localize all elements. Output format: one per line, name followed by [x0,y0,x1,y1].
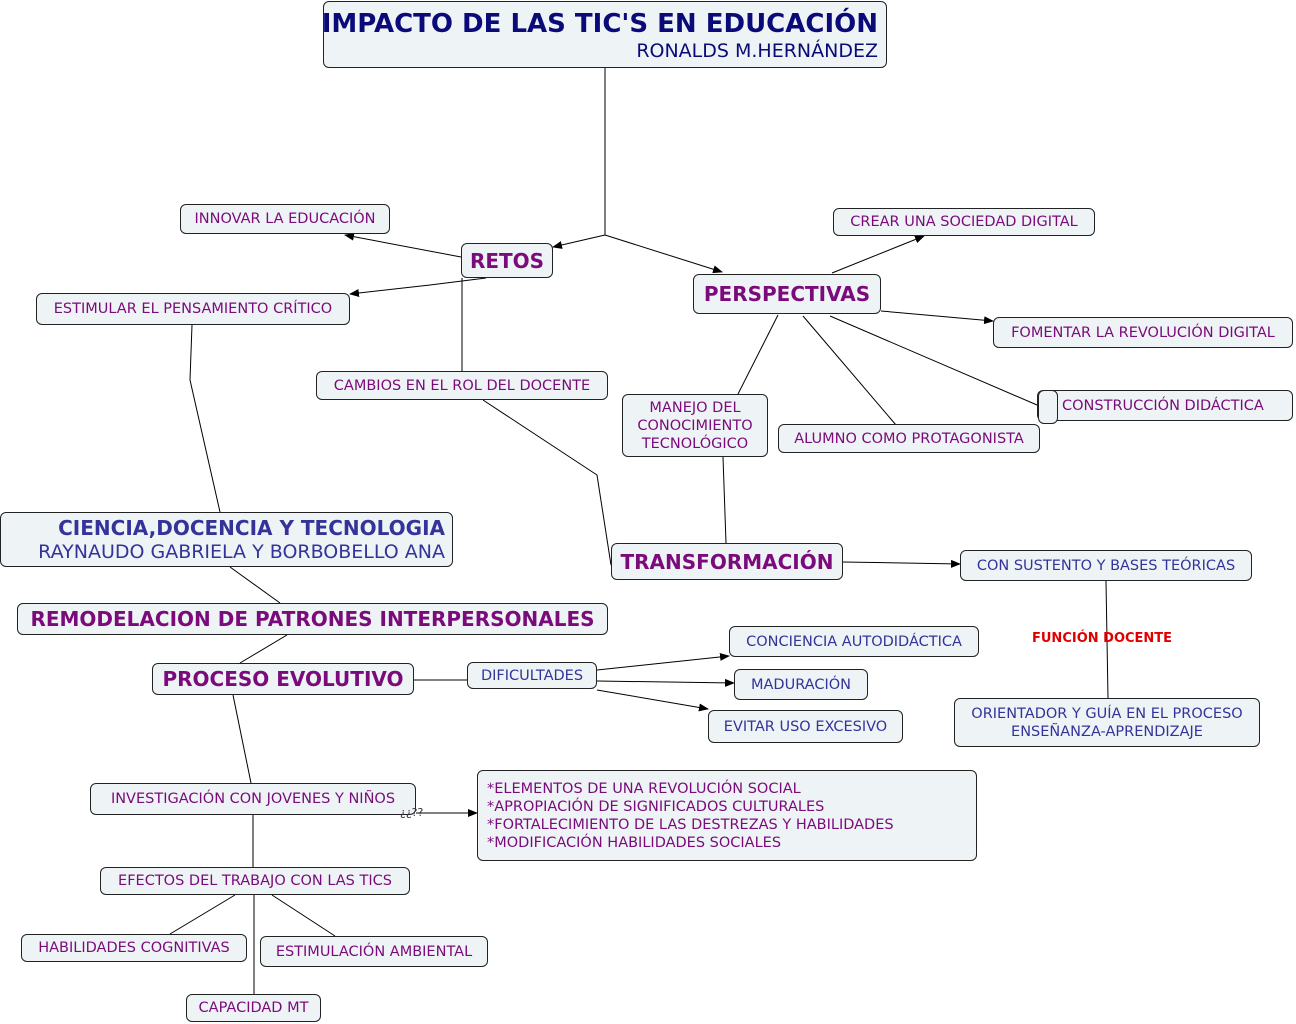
map-title: IMPACTO DE LAS TIC'S EN EDUCACIÓN [321,8,878,39]
node-transformacion[interactable]: TRANSFORMACIÓN [611,543,843,580]
link-label-funcion-docente: FUNCIÓN DOCENTE [1032,631,1173,646]
node-orientador[interactable]: ORIENTADOR Y GUÍA EN EL PROCESO ENSEÑANZ… [954,698,1260,747]
node-proceso[interactable]: PROCESO EVOLUTIVO [152,663,414,695]
node-list[interactable]: *ELEMENTOS DE UNA REVOLUCIÓN SOCIAL *APR… [477,770,977,861]
node-crear[interactable]: CREAR UNA SOCIEDAD DIGITAL [833,208,1095,236]
node-fomentar[interactable]: FOMENTAR LA REVOLUCIÓN DIGITAL [993,317,1293,348]
list-line: *APROPIACIÓN DE SIGNIFICADOS CULTURALES [487,798,825,815]
node-conciencia[interactable]: CONCIENCIA AUTODIDÁCTICA [729,626,979,657]
node-innovar[interactable]: INNOVAR LA EDUCACIÓN [180,204,390,234]
node-capacidad[interactable]: CAPACIDAD MT [186,994,321,1022]
ciencia-title: CIENCIA,DOCENCIA Y TECNOLOGIA [58,515,445,540]
title-node[interactable]: IMPACTO DE LAS TIC'S EN EDUCACIÓN RONALD… [321,1,887,68]
node-orientador-line: ENSEÑANZA-APRENDIZAJE [1011,723,1203,740]
node-manejo-line: MANEJO DEL [649,399,741,416]
node-remodelacion[interactable]: REMODELACION DE PATRONES INTERPERSONALES [17,603,608,635]
list-line: *FORTALECIMIENTO DE LAS DESTREZAS Y HABI… [487,816,894,833]
node-manejo-line: CONOCIMIENTO [637,417,753,434]
node-estimular[interactable]: ESTIMULAR EL PENSAMIENTO CRÍTICO [36,293,350,325]
node-maduracion[interactable]: MADURACIÓN [734,669,868,700]
node-efectos[interactable]: EFECTOS DEL TRABAJO CON LAS TICS [100,867,410,895]
link-label: ¿¿?? [400,806,424,819]
ciencia-authors: RAYNAUDO GABRIELA Y BORBOBELLO ANA [38,540,445,563]
node-evitar[interactable]: EVITAR USO EXCESIVO [708,710,903,743]
node-manejo[interactable]: MANEJO DEL CONOCIMIENTO TECNOLÓGICO [622,394,768,457]
node-overlap-box[interactable] [1038,390,1058,424]
list-line: *MODIFICACIÓN HABILIDADES SOCIALES [487,834,782,851]
node-dificultades[interactable]: DIFICULTADES [467,662,597,689]
node-investigacion[interactable]: INVESTIGACIÓN CON JOVENES Y NIÑOS [90,783,416,815]
node-habilidades[interactable]: HABILIDADES COGNITIVAS [21,934,247,962]
node-ciencia[interactable]: CIENCIA,DOCENCIA Y TECNOLOGIA RAYNAUDO G… [0,512,453,567]
node-orientador-line: ORIENTADOR Y GUÍA EN EL PROCESO [971,705,1243,722]
list-line: *ELEMENTOS DE UNA REVOLUCIÓN SOCIAL [487,780,801,797]
node-construccion[interactable]: CONSTRUCCIÓN DIDÁCTICA [1037,390,1293,421]
node-estimulacion[interactable]: ESTIMULACIÓN AMBIENTAL [260,936,488,967]
node-sustento[interactable]: CON SUSTENTO Y BASES TEÓRICAS [960,550,1252,581]
node-cambios[interactable]: CAMBIOS EN EL ROL DEL DOCENTE [316,371,608,400]
node-retos[interactable]: RETOS [461,243,553,278]
node-alumno[interactable]: ALUMNO COMO PROTAGONISTA [778,424,1040,453]
node-manejo-line: TECNOLÓGICO [641,435,749,452]
map-author: RONALDS M.HERNÁNDEZ [636,39,878,62]
node-perspectivas[interactable]: PERSPECTIVAS [693,274,881,314]
